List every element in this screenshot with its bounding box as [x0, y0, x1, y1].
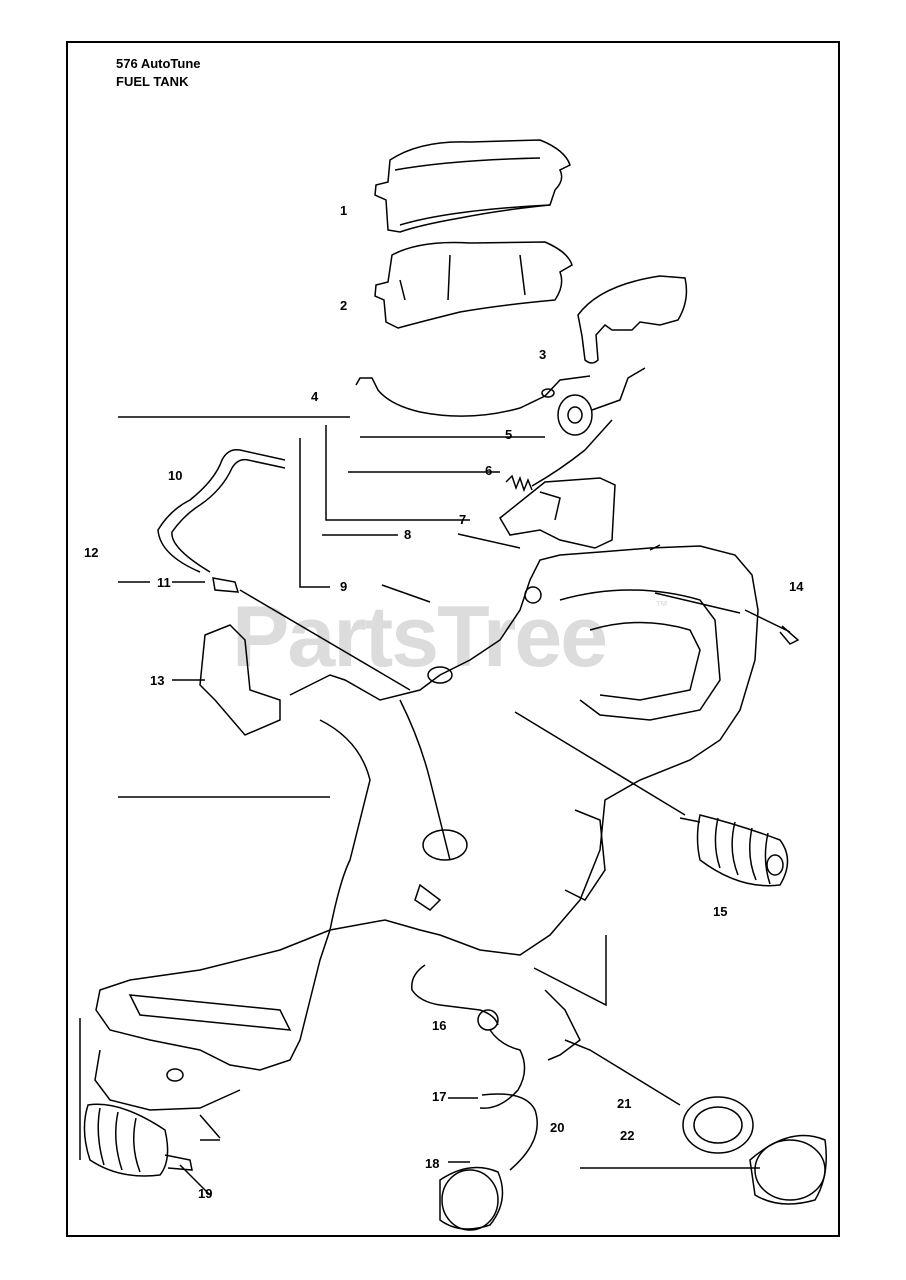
part-14-screw	[744, 609, 800, 645]
diagram-frame	[66, 41, 840, 1237]
part-6-spring	[505, 419, 613, 493]
watermark-text: PartsTree	[232, 589, 608, 685]
callout-6: 6	[485, 463, 493, 478]
callout-4: 4	[311, 389, 319, 404]
part-15-av-buffer	[679, 814, 789, 887]
callout-12: 12	[84, 545, 99, 560]
section-title: FUEL TANK	[116, 74, 189, 89]
callout-2: 2	[340, 298, 348, 313]
part-3-throttle-trigger	[577, 275, 688, 364]
part-9-pin	[381, 584, 431, 603]
callout-8: 8	[404, 527, 412, 542]
part-17-hose	[479, 1029, 538, 1171]
part-22-cap	[682, 1096, 827, 1205]
callout-1: 1	[340, 203, 348, 218]
part-8-pin	[457, 533, 521, 549]
callout-19: 19	[198, 1186, 213, 1201]
callout-15: 15	[713, 904, 728, 919]
part-13-bracket	[199, 624, 281, 736]
callout-22: 22	[620, 1128, 635, 1143]
callout-9: 9	[340, 579, 348, 594]
part-5-spring-wheel	[557, 367, 646, 436]
part-7-trigger-lockout	[499, 477, 616, 549]
part-4-rod	[355, 375, 591, 417]
callout-20: 20	[550, 1120, 565, 1135]
fuel-tank-body	[94, 545, 759, 1111]
callout-10: 10	[168, 468, 183, 483]
part-21-bracket	[544, 989, 681, 1106]
callout-14: 14	[789, 579, 804, 594]
part-18-fuel-filter	[439, 1166, 504, 1231]
model-title: 576 AutoTune	[116, 56, 201, 71]
part-11-fitting	[212, 577, 240, 593]
callout-13: 13	[150, 673, 165, 688]
callout-18: 18	[425, 1156, 440, 1171]
part-16-hose	[411, 964, 499, 1031]
part-2-cover	[374, 241, 573, 329]
watermark-trademark: ™	[655, 598, 668, 613]
callout-17: 17	[432, 1089, 447, 1104]
callout-11: 11	[157, 575, 171, 590]
part-19-av-buffer	[83, 1103, 193, 1177]
part-1-cover	[374, 139, 571, 233]
callout-3: 3	[539, 347, 547, 362]
callout-16: 16	[432, 1018, 447, 1033]
callout-7: 7	[459, 512, 467, 527]
callout-21: 21	[617, 1096, 632, 1111]
part-10-hose	[157, 448, 286, 573]
leader-lines	[79, 416, 760, 1196]
callout-5: 5	[505, 427, 513, 442]
